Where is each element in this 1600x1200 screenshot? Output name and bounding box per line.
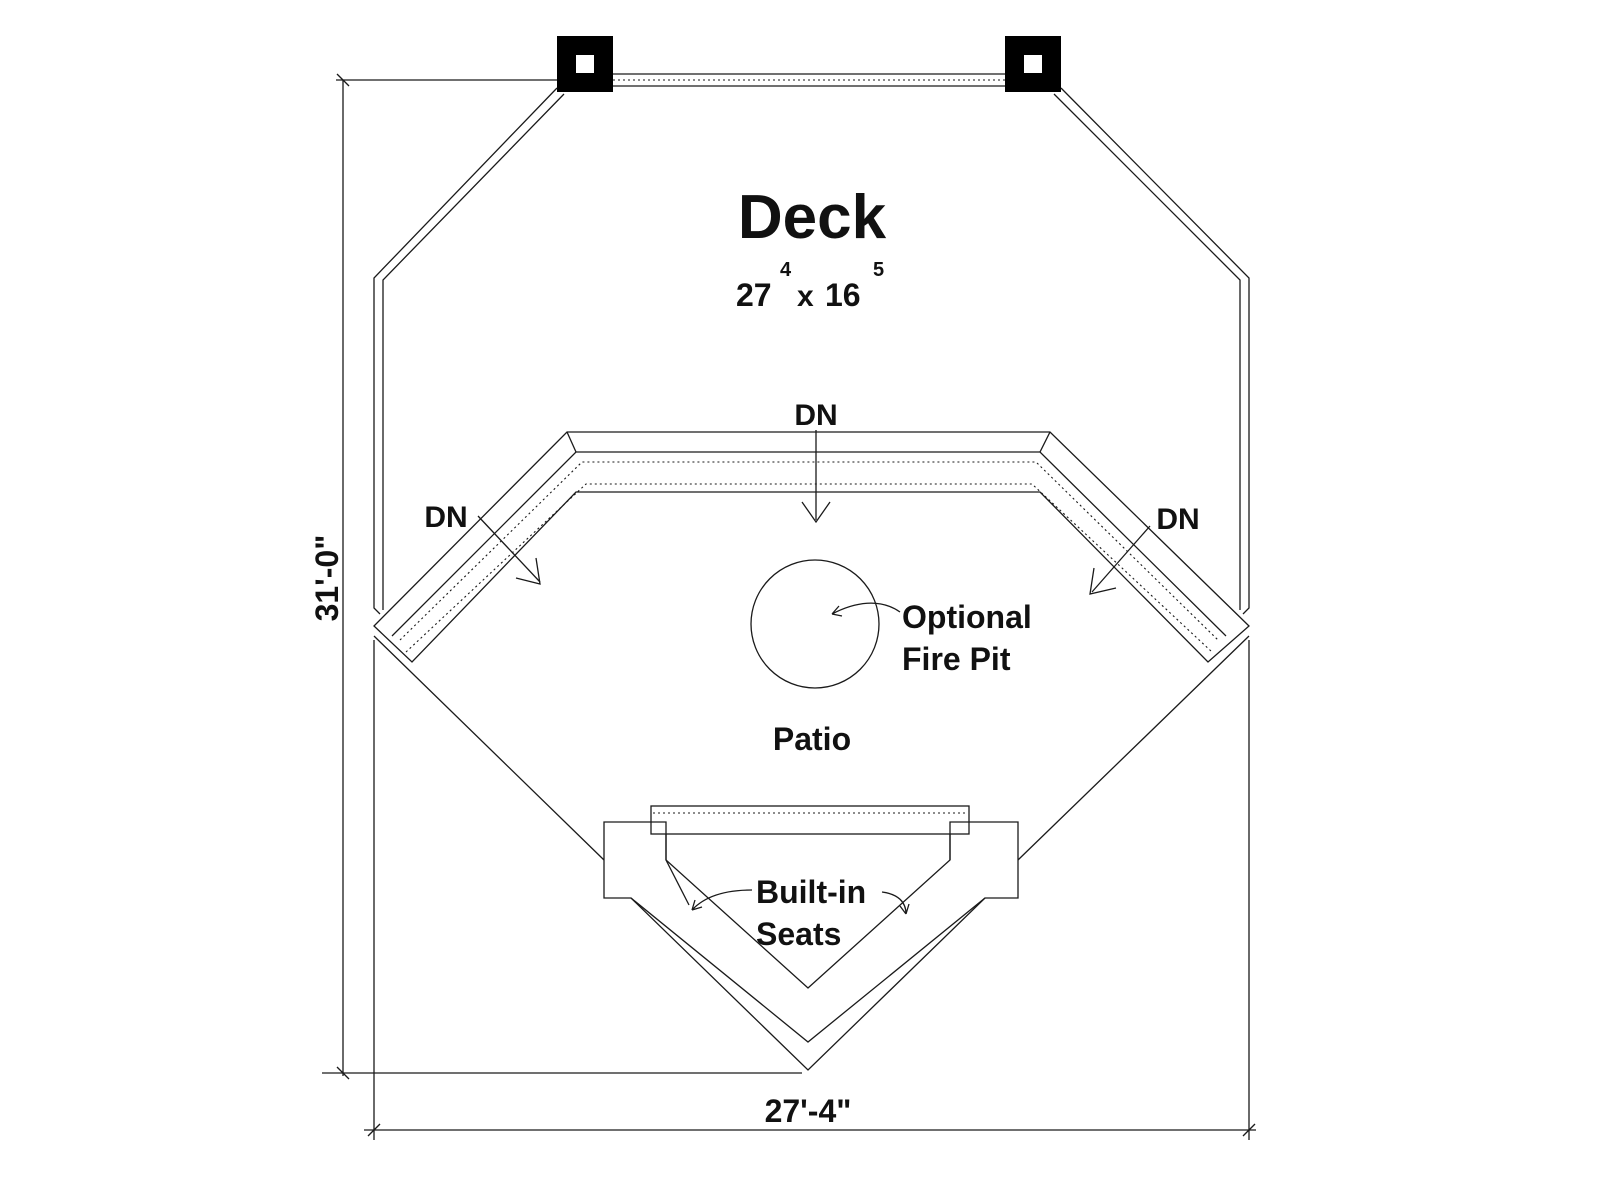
deck-depth-in: 5 [873,259,884,281]
deck-depth-ft: 16 [825,277,861,313]
seats-label-line2: Seats [756,916,841,952]
seats-leader-right-arrow [881,891,910,915]
fire-pit-circle [750,559,880,689]
fire-pit-leader-arrow [831,602,901,617]
fire-pit-label-line1: Optional [902,599,1032,635]
deck-width-ft: 27 [736,277,772,313]
deck-post-left [557,36,613,92]
deck-size-label: 27 4 x 16 5 [736,259,884,313]
dimension-height-label: 31'-0" [309,535,345,622]
patio-label: Patio [773,721,851,757]
dimension-line-height [322,73,802,1080]
deck-steps [373,431,1250,663]
dn-arrow-left [477,515,541,585]
deck-width-in: 4 [780,259,792,281]
dn-label-right: DN [1156,503,1199,536]
dn-arrow-center [801,430,831,524]
dn-arrow-right [1089,525,1151,595]
dn-label-left: DN [424,501,467,534]
dn-label-center: DN [794,399,837,432]
patio-outline [373,635,1250,861]
built-in-seats [603,805,1019,1071]
deck-railing [373,87,1250,615]
dimension-width-label: 27'-4" [765,1093,852,1129]
deck-post-right [1005,36,1061,92]
deck-title: Deck [738,183,887,252]
seats-label-line1: Built-in [756,874,866,910]
top-rail [613,73,1005,87]
seats-leader-left-arrow [691,889,753,911]
fire-pit-label-line2: Fire Pit [902,641,1011,677]
deck-size-x: x [797,280,814,313]
dimension-line-width [364,640,1256,1140]
